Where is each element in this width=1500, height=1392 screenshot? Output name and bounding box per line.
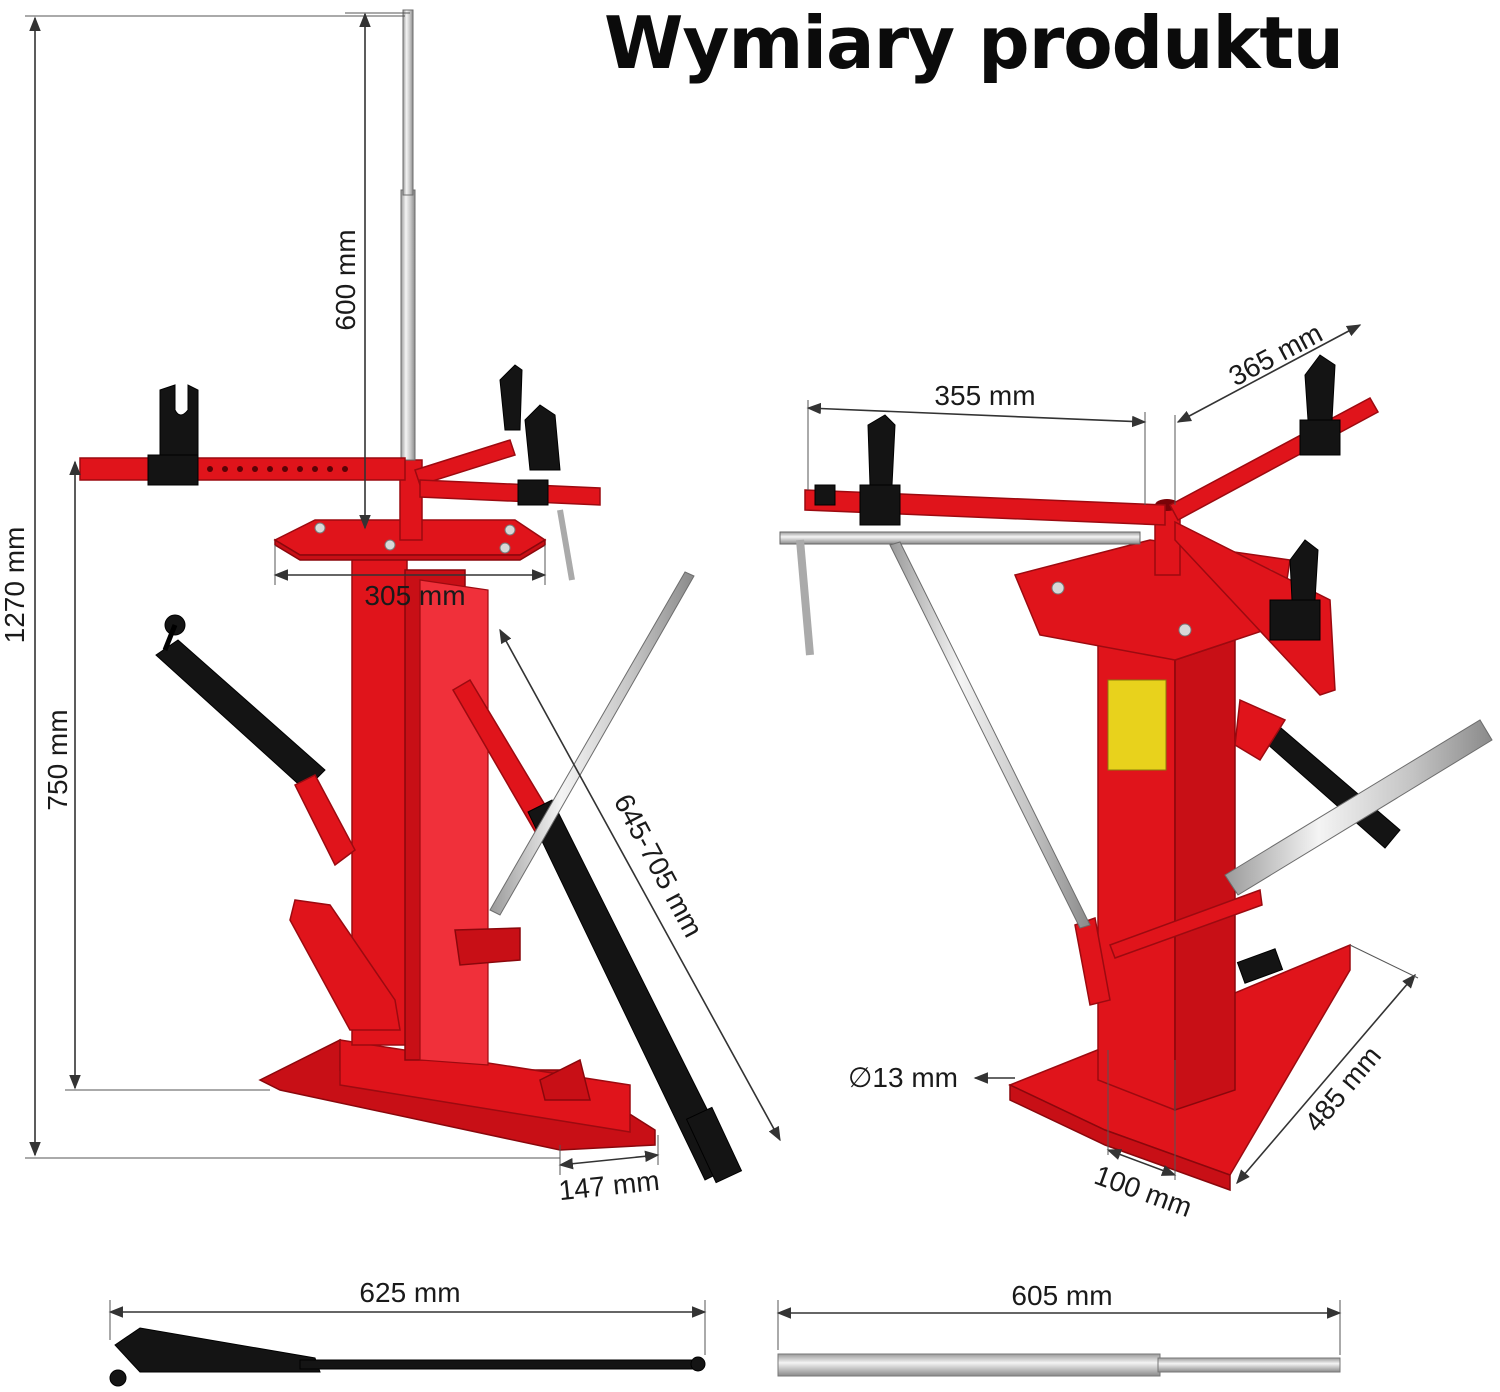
tire-changer-front-view — [79, 9, 743, 1184]
dim-total-height: 1270 mm — [0, 527, 30, 644]
dim-bar-above-table: 600 mm — [330, 229, 361, 330]
dim-bar-length: 605 mm — [1011, 1280, 1112, 1311]
dim-arm-left: 355 mm — [934, 380, 1035, 411]
page-title: Wymiary produktu — [604, 1, 1344, 85]
tire-changer-angled-view — [779, 354, 1493, 1192]
arm-holes-left — [207, 466, 348, 472]
dim-table-width: 305 mm — [364, 580, 465, 611]
bead-breaker-accessory — [109, 1327, 706, 1387]
dim-foot-width: 147 mm — [557, 1165, 661, 1206]
steel-bar-accessory — [777, 1353, 1341, 1377]
dim-bolt-diameter: ∅13 mm — [848, 1062, 958, 1093]
dim-table-height: 750 mm — [42, 709, 73, 810]
dimension-lines — [25, 12, 1419, 1355]
dim-base-length: 485 mm — [1298, 1040, 1387, 1137]
dim-bead-breaker-length: 625 mm — [359, 1277, 460, 1308]
